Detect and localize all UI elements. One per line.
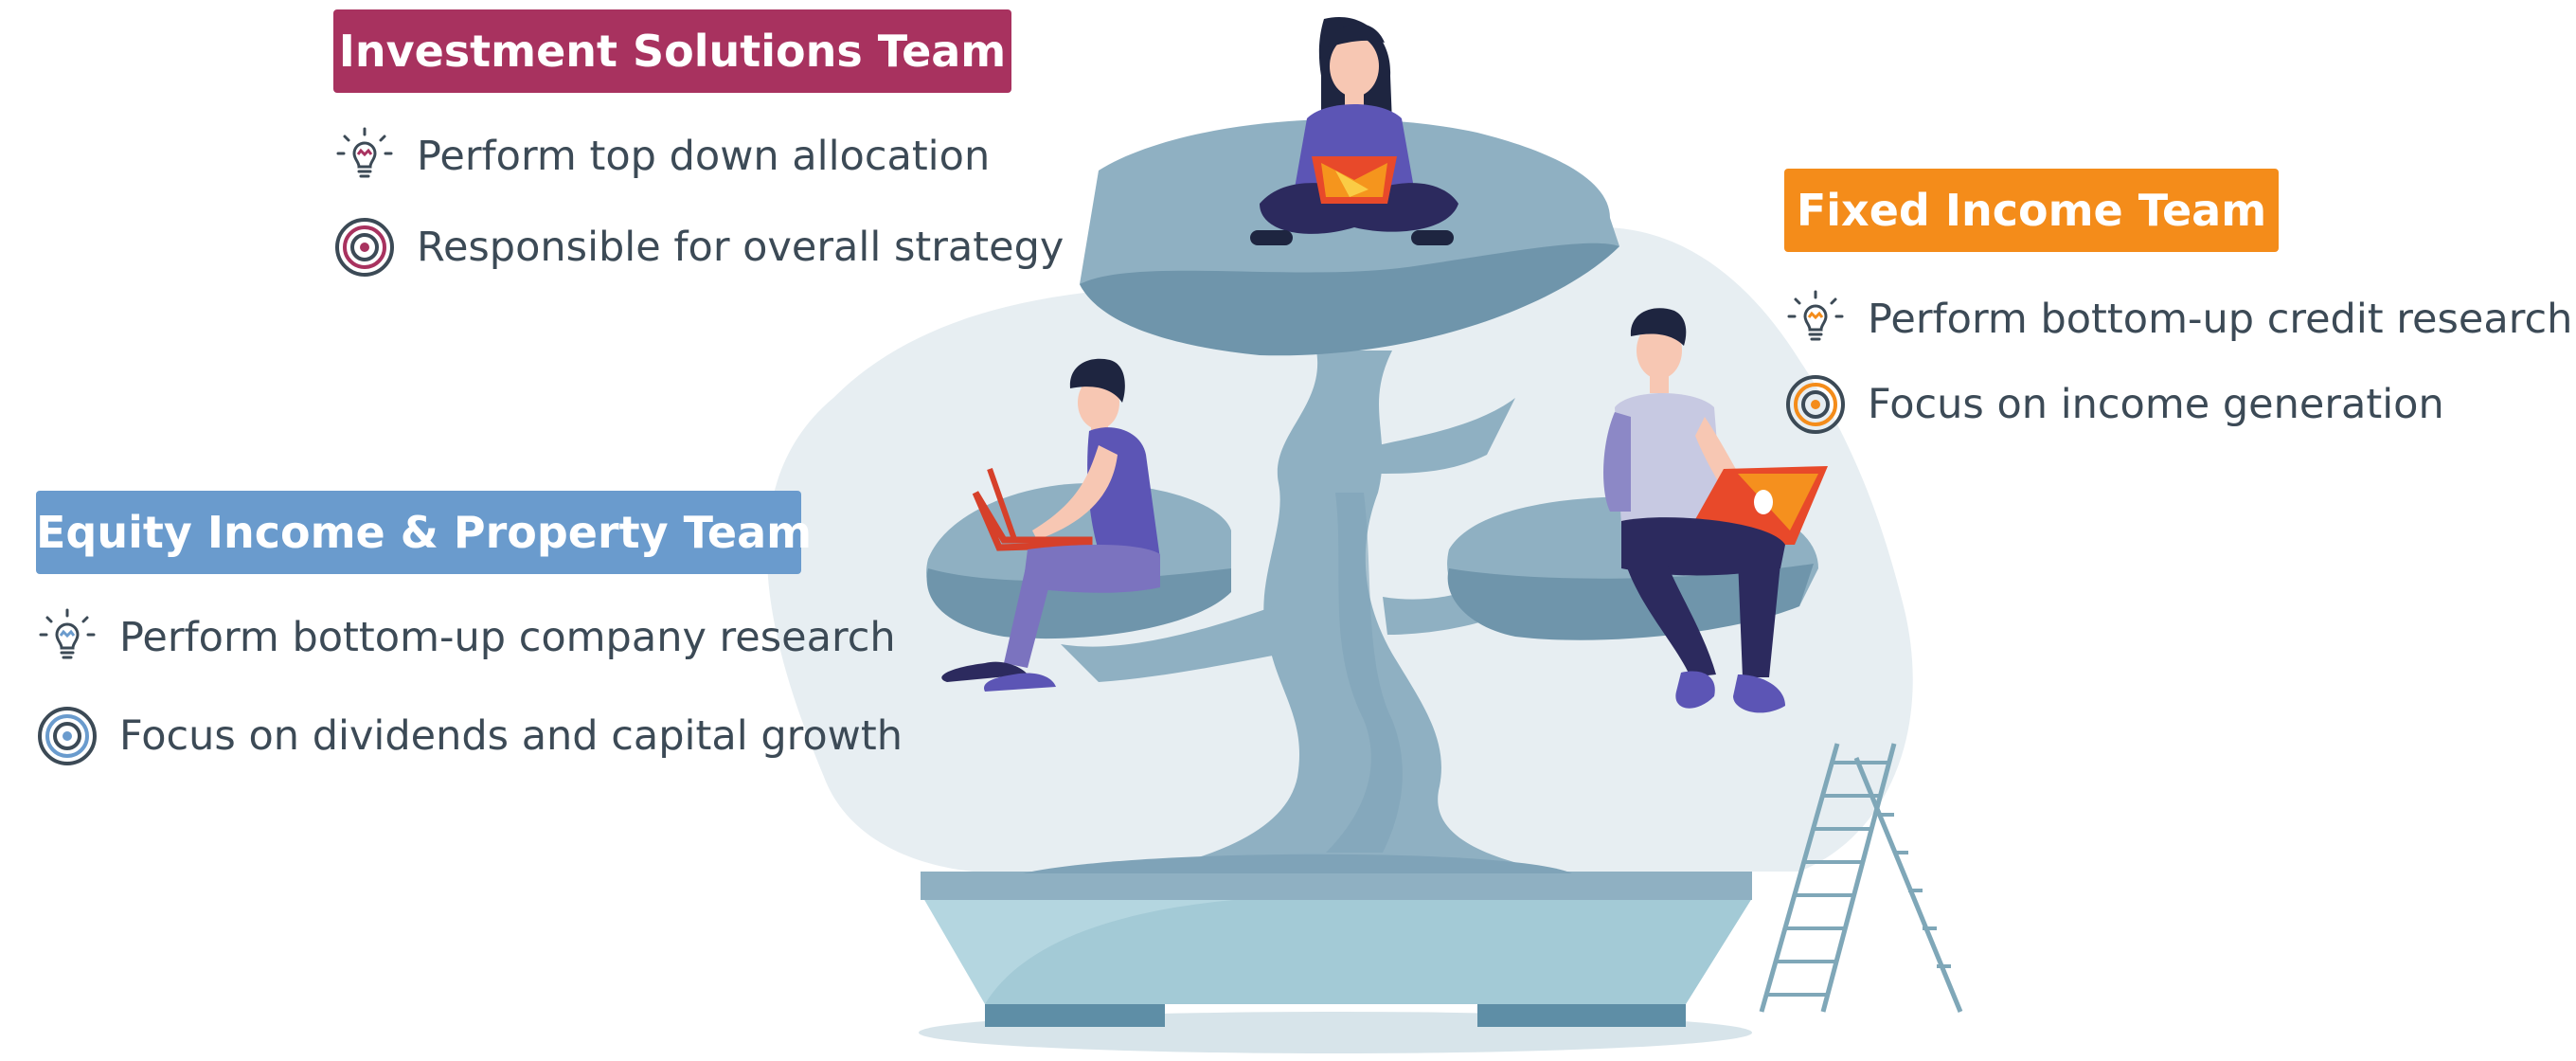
target-icon	[1784, 373, 1847, 436]
lightbulb-icon	[333, 125, 396, 188]
pot-rim	[921, 872, 1752, 900]
target-icon	[36, 705, 98, 767]
fixed-income-point-1: Perform bottom-up credit research	[1784, 288, 2572, 351]
soil-mound	[1023, 854, 1572, 873]
fixed-income-point-2-text: Focus on income generation	[1868, 381, 2444, 428]
investment-point-2: Responsible for overall strategy	[333, 216, 1064, 279]
ladder	[1759, 743, 1963, 1013]
person-man-left-laptop	[941, 358, 1160, 692]
investment-point-2-text: Responsible for overall strategy	[417, 224, 1064, 271]
equity-income-property-team-banner: Equity Income & Property Team	[36, 491, 812, 574]
investment-solutions-team-banner: Investment Solutions Team	[333, 9, 1011, 93]
branch-left	[1061, 606, 1283, 682]
equity-point-2-text: Focus on dividends and capital growth	[119, 712, 903, 760]
fixed-income-point-1-text: Perform bottom-up credit research	[1868, 296, 2573, 343]
fixed-income-team-banner: Fixed Income Team	[1784, 169, 2279, 252]
pot-foot-left	[985, 1004, 1165, 1027]
person-man-right-laptop	[1603, 308, 1828, 713]
investment-point-1-text: Perform top down allocation	[417, 133, 991, 180]
fixed-income-point-2: Focus on income generation	[1784, 373, 2444, 436]
branch-twig	[1378, 398, 1515, 474]
investment-point-1: Perform top down allocation	[333, 125, 990, 188]
lightbulb-icon	[36, 606, 98, 669]
equity-point-1-text: Perform bottom-up company research	[119, 614, 896, 661]
person-woman-meditating	[1250, 17, 1458, 245]
lightbulb-icon	[1784, 288, 1847, 351]
target-icon	[333, 216, 396, 279]
equity-point-1: Perform bottom-up company research	[36, 606, 896, 669]
pot-foot-right	[1477, 1004, 1686, 1027]
equity-point-2: Focus on dividends and capital growth	[36, 705, 903, 767]
